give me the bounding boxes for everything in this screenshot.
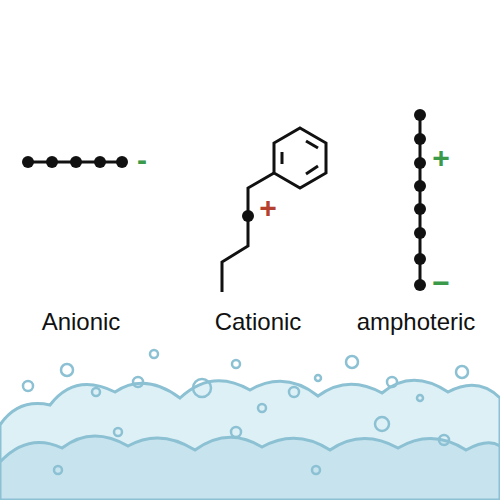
amphoteric-chain (414, 109, 426, 291)
foam-back (0, 380, 500, 500)
charge-sign: + (259, 193, 277, 223)
bubbles (23, 350, 468, 474)
surfactant-name: Anionic (42, 310, 121, 334)
surfactant-name: amphoteric (357, 310, 476, 334)
charge-sign: − (432, 268, 450, 298)
foam (0, 350, 500, 500)
surfactant-name: Cationic (215, 310, 302, 334)
charge-sign: + (432, 143, 450, 173)
charge-sign: - (137, 145, 147, 175)
anionic-chain (22, 156, 128, 168)
cationic-molecule (222, 128, 326, 292)
foam-front (0, 436, 500, 500)
